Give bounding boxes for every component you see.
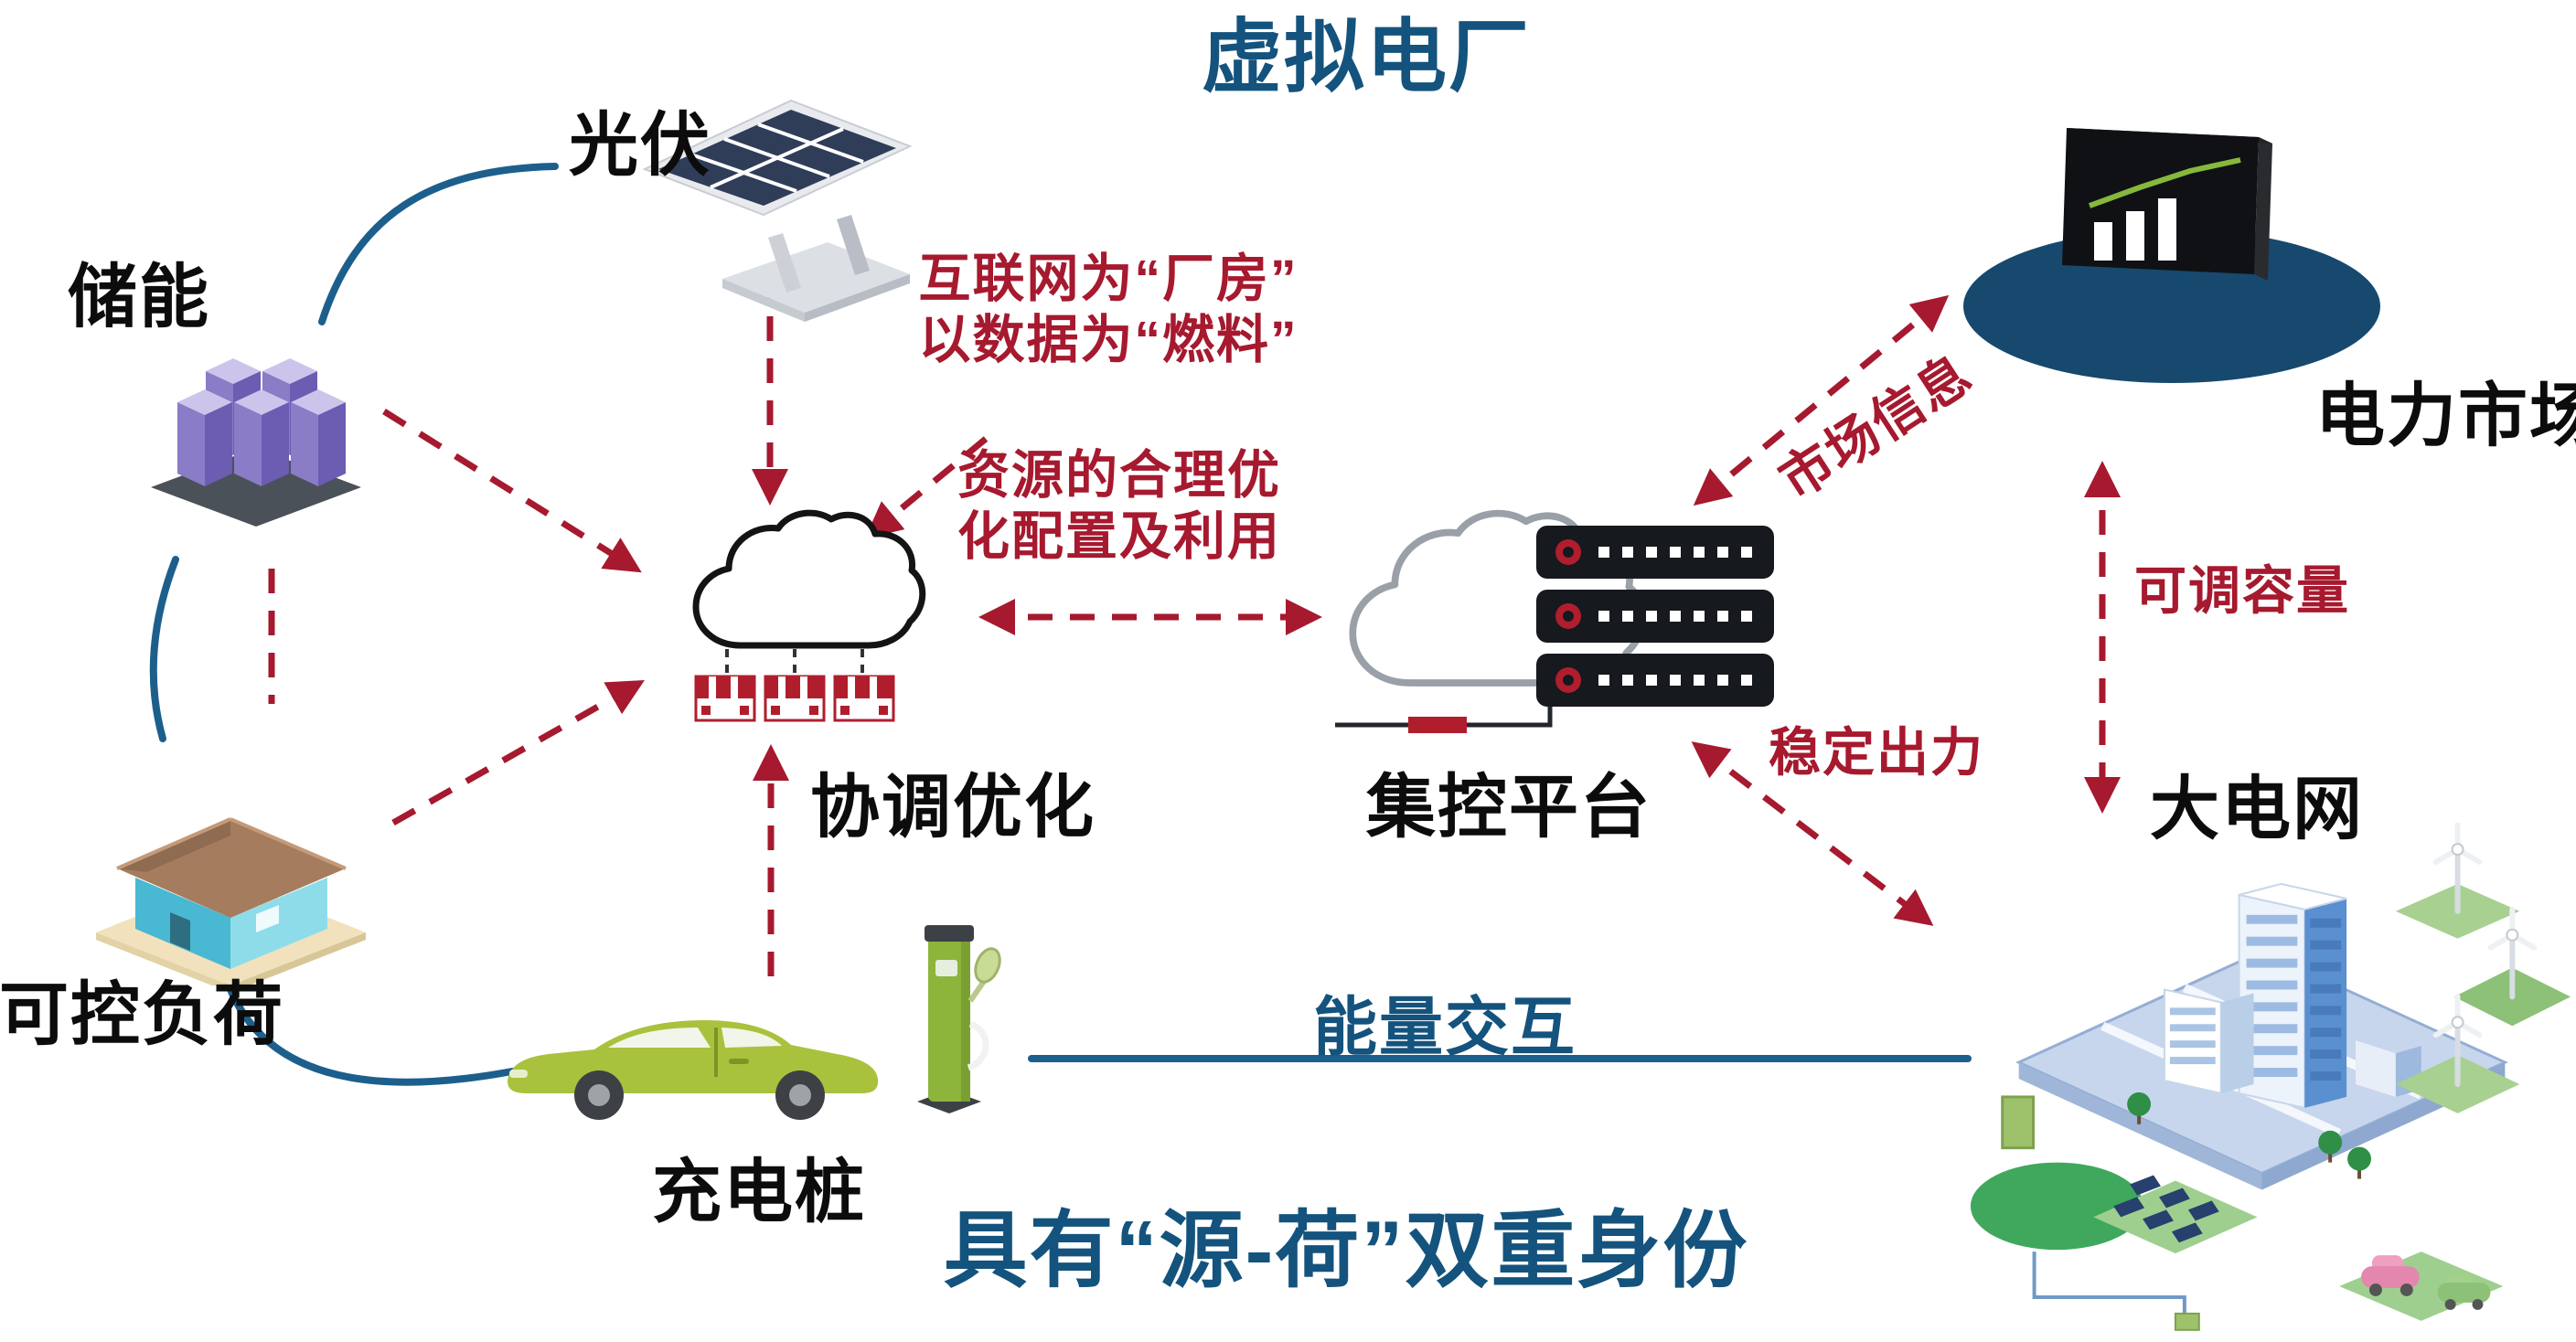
solar-panel-icon <box>631 91 924 338</box>
server-stack <box>1536 526 1774 707</box>
annotation-energy-exchange: 能量交互 <box>1313 991 1577 1063</box>
chart-trend-line <box>2088 157 2241 208</box>
coordination-cloud-icon <box>672 508 928 746</box>
chart-bars <box>2094 198 2176 261</box>
battery-storage-icon <box>146 336 366 538</box>
container-boxes <box>694 675 895 722</box>
label-market: 电力市场 <box>2315 378 2576 455</box>
arrow-load-to-coordination <box>391 680 645 826</box>
link-load-car <box>223 976 516 1086</box>
market-podium-icon <box>1957 87 2387 389</box>
annotation-adjustable-capacity: 可调容量 <box>2134 561 2350 621</box>
charging-pile-icon <box>901 914 1001 1124</box>
label-load: 可控负荷 <box>0 976 284 1054</box>
annotation-resource-line2: 化配置及利用 <box>957 507 1281 566</box>
link-storage-solar <box>318 163 559 325</box>
label-grid: 大电网 <box>2150 771 2364 848</box>
arrow-platform-grid <box>1691 741 1934 926</box>
label-solar: 光伏 <box>569 107 711 185</box>
label-coordination: 协调优化 <box>810 769 1096 847</box>
annotation-internet: 互联网为“厂房” 以数据为“燃料” <box>919 249 1299 372</box>
annotation-internet-line1: 互联网为“厂房” <box>918 249 1299 308</box>
annotation-resource: 资源的合理优 化配置及利用 <box>957 445 1281 569</box>
storage-cubes <box>177 358 346 486</box>
annotation-stable-output: 稳定出力 <box>1769 723 1984 783</box>
ev-car-icon <box>498 967 892 1141</box>
annotation-internet-line2: 以数据为“燃料” <box>918 311 1299 369</box>
link-storage-load <box>149 556 179 742</box>
label-storage: 储能 <box>68 259 210 336</box>
navy-links <box>149 163 1972 1086</box>
house-icon <box>91 739 375 985</box>
label-platform: 集控平台 <box>1366 769 1651 847</box>
annotation-dual-identity: 具有“源-荷”双重身份 <box>943 1204 1749 1298</box>
mini-solar-panels <box>2113 1175 2219 1243</box>
diagram-title: 虚拟电厂 <box>1201 11 1532 102</box>
arrow-platform-market <box>1693 294 1950 506</box>
city-grid-icon <box>1948 823 2576 1335</box>
label-charger: 充电桩 <box>652 1154 866 1231</box>
arrow-storage-to-coordination <box>382 409 642 573</box>
trees <box>2127 1092 2371 1179</box>
cloud-shape <box>692 509 926 649</box>
annotation-resource-line1: 资源的合理优 <box>957 445 1281 505</box>
red-dashed-arrows <box>268 274 2121 976</box>
control-platform-icon <box>1317 480 1792 745</box>
